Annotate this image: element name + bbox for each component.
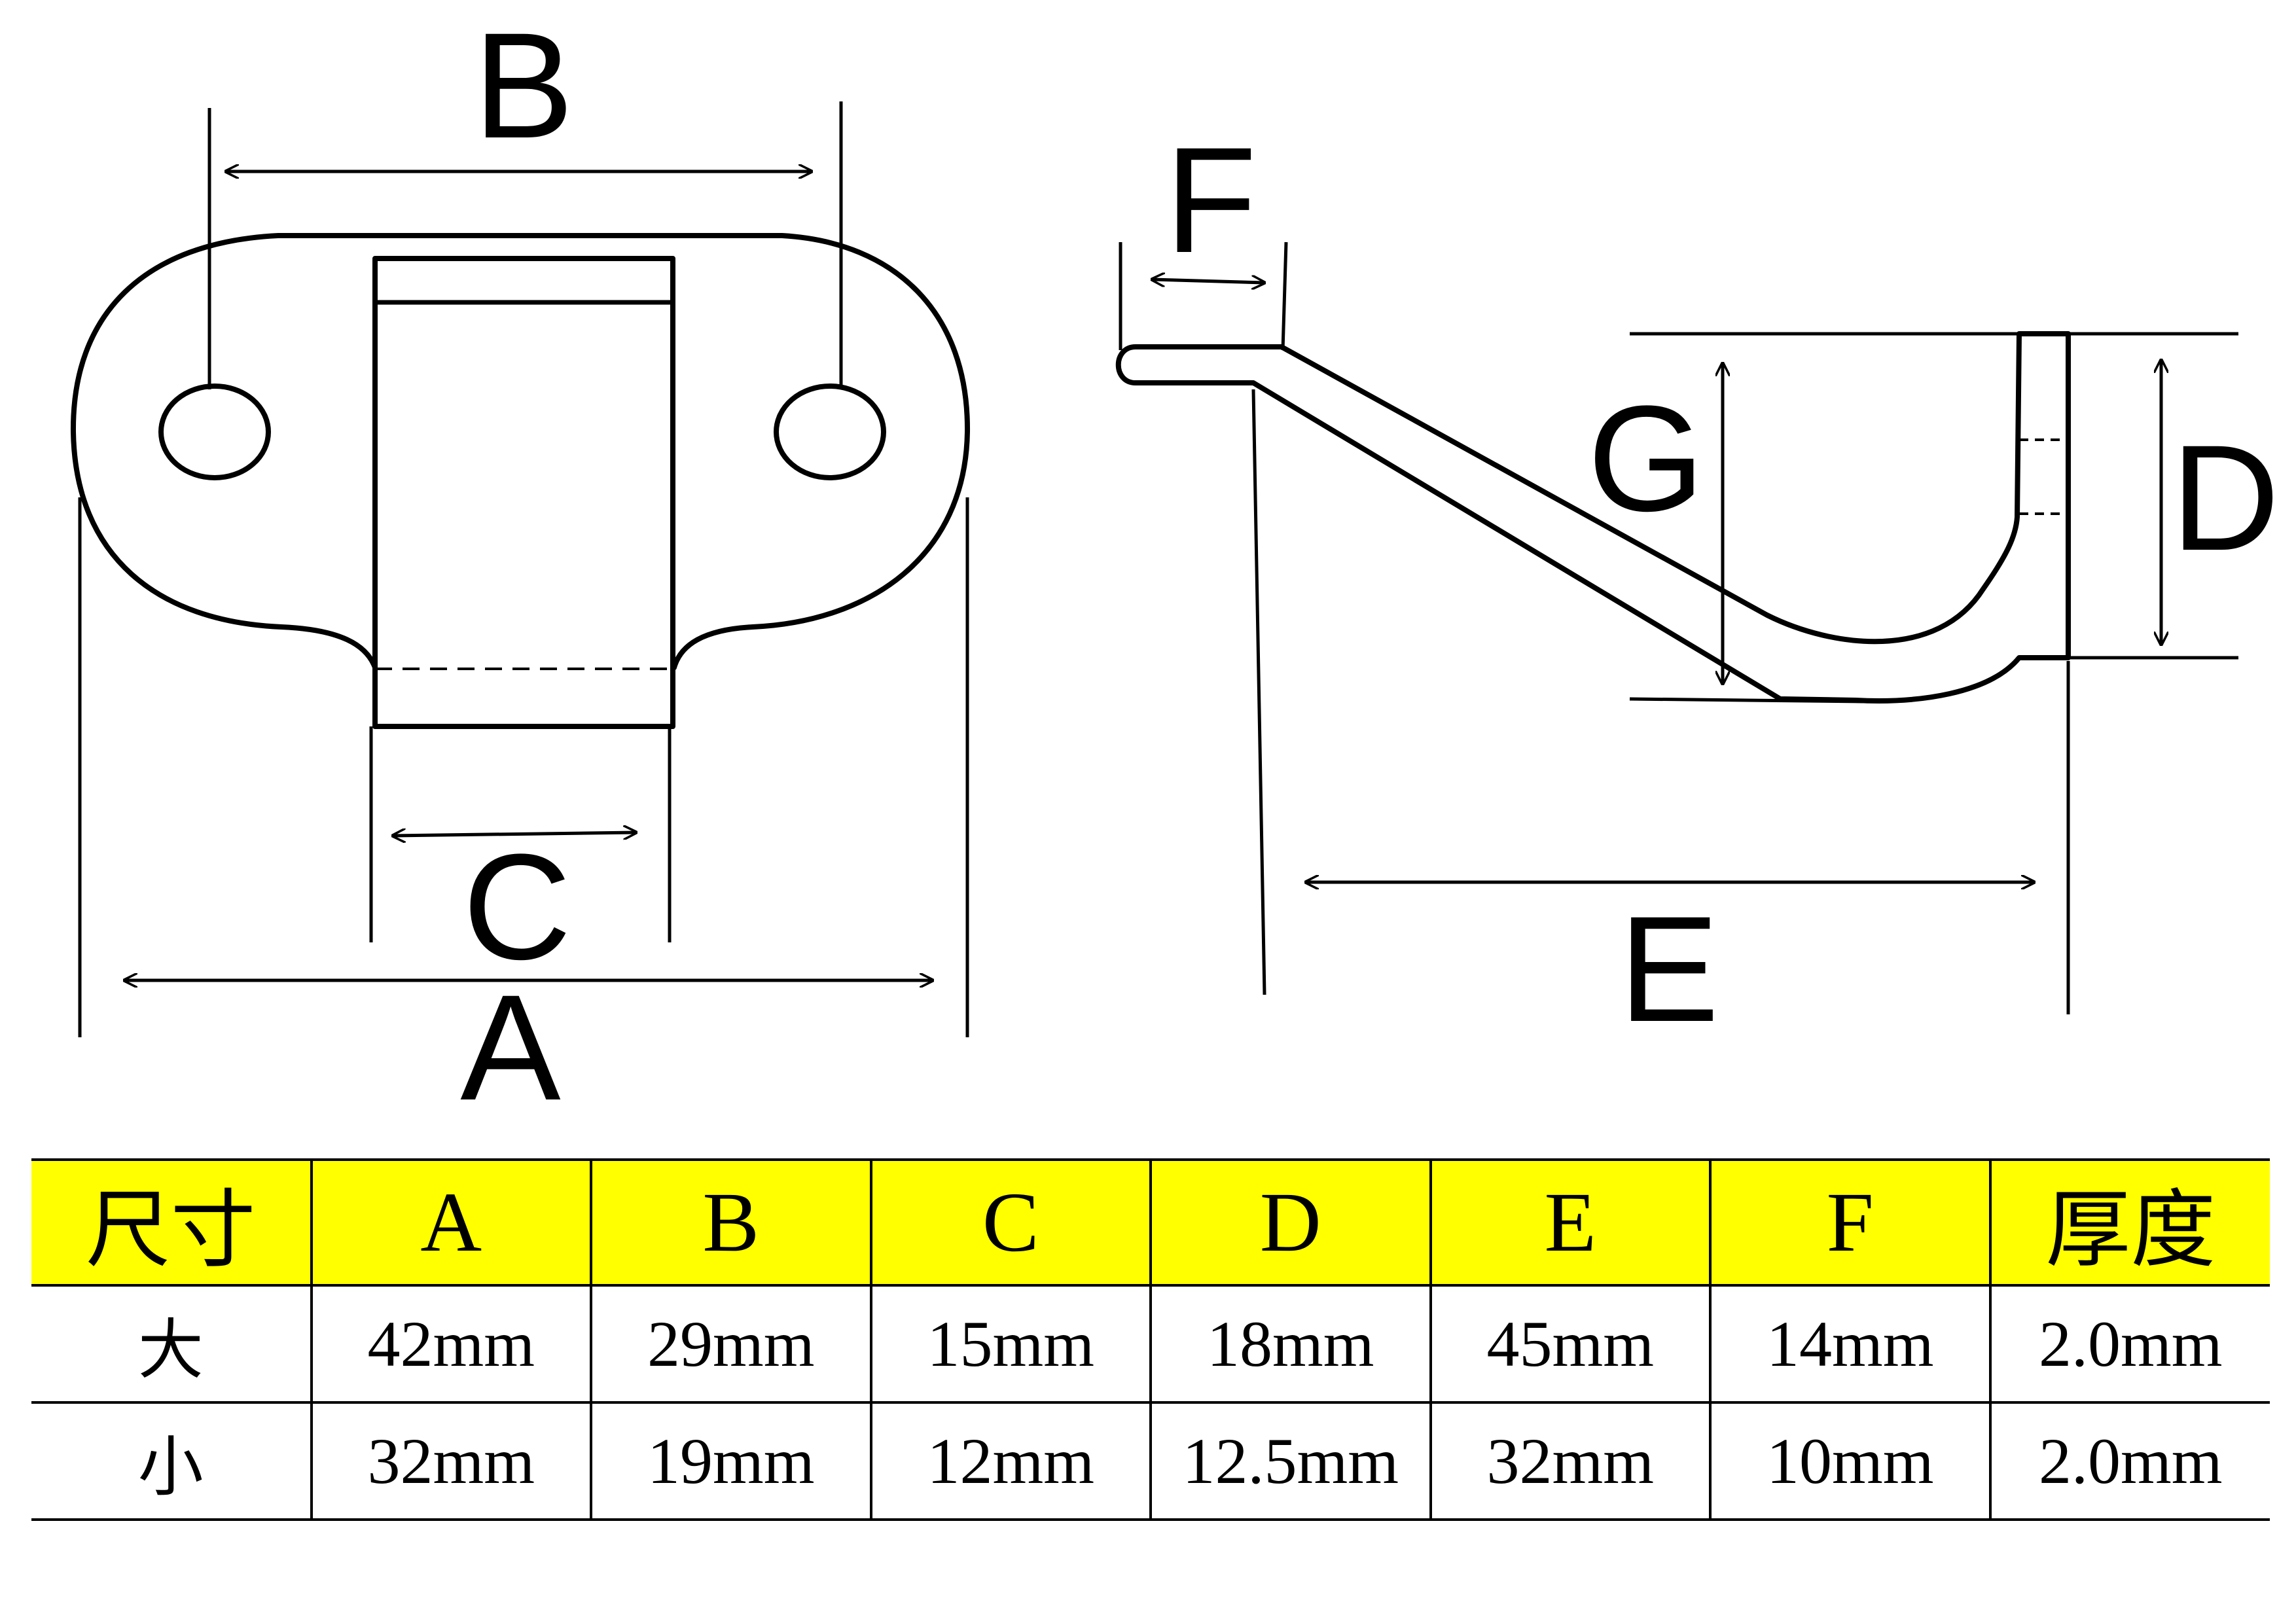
table-cell: 32mm	[1429, 1401, 1712, 1521]
table-cell: 15mm	[869, 1284, 1152, 1404]
label-a: A	[460, 963, 560, 1132]
label-g: G	[1588, 374, 1705, 543]
label-f: F	[1165, 116, 1257, 284]
table-cell: 12mm	[869, 1401, 1152, 1521]
table-cell: 29mm	[590, 1284, 872, 1404]
mounting-hole-right	[774, 383, 886, 480]
label-e: E	[1619, 885, 1719, 1053]
header-cell-d: D	[1149, 1158, 1432, 1287]
table-row: 大 42mm 29mm 15mm 18mm 45mm 14mm 2.0mm	[31, 1284, 2270, 1404]
label-d: D	[2171, 414, 2280, 582]
row-label-small: 小	[31, 1401, 313, 1521]
spec-table: 尺寸 A B C D E F 厚度 大 42mm 29mm 15mm 18mm …	[31, 1158, 2270, 1521]
ext-line-e-left	[1251, 389, 1266, 995]
ext-line-g-bottom	[1629, 697, 1866, 704]
label-b: B	[473, 1, 573, 169]
header-cell-a: A	[310, 1158, 592, 1287]
side-view: F G D E	[1115, 116, 2280, 1053]
header-cell-f: F	[1709, 1158, 1992, 1287]
table-cell: 32mm	[310, 1401, 592, 1521]
header-cell-size: 尺寸	[31, 1158, 313, 1287]
table-cell: 18mm	[1149, 1284, 1432, 1404]
label-c: C	[463, 823, 571, 991]
table-cell: 14mm	[1709, 1284, 1992, 1404]
hook-profile	[1115, 331, 2071, 704]
table-cell: 12.5mm	[1149, 1401, 1432, 1521]
table-cell: 19mm	[590, 1401, 872, 1521]
header-cell-c: C	[869, 1158, 1152, 1287]
table-cell: 42mm	[310, 1284, 592, 1404]
header-cell-thickness: 厚度	[1988, 1158, 2270, 1287]
dim-arrow-c	[393, 832, 636, 836]
table-cell: 10mm	[1709, 1401, 1992, 1521]
dim-arrow-f	[1152, 279, 1265, 283]
mounting-hole-left	[158, 383, 271, 480]
table-cell: 2.0mm	[1988, 1401, 2270, 1521]
ext-line-f-right	[1281, 241, 1288, 351]
table-cell: 45mm	[1429, 1284, 1712, 1404]
row-label-large: 大	[31, 1284, 313, 1404]
spec-table-header-row: 尺寸 A B C D E F 厚度	[31, 1158, 2270, 1287]
loop-body	[372, 256, 675, 729]
table-row: 小 32mm 19mm 12mm 12.5mm 32mm 10mm 2.0mm	[31, 1401, 2270, 1521]
header-cell-e: E	[1429, 1158, 1712, 1287]
front-view: B C A	[70, 1, 971, 1132]
header-cell-b: B	[590, 1158, 872, 1287]
table-cell: 2.0mm	[1988, 1284, 2270, 1404]
